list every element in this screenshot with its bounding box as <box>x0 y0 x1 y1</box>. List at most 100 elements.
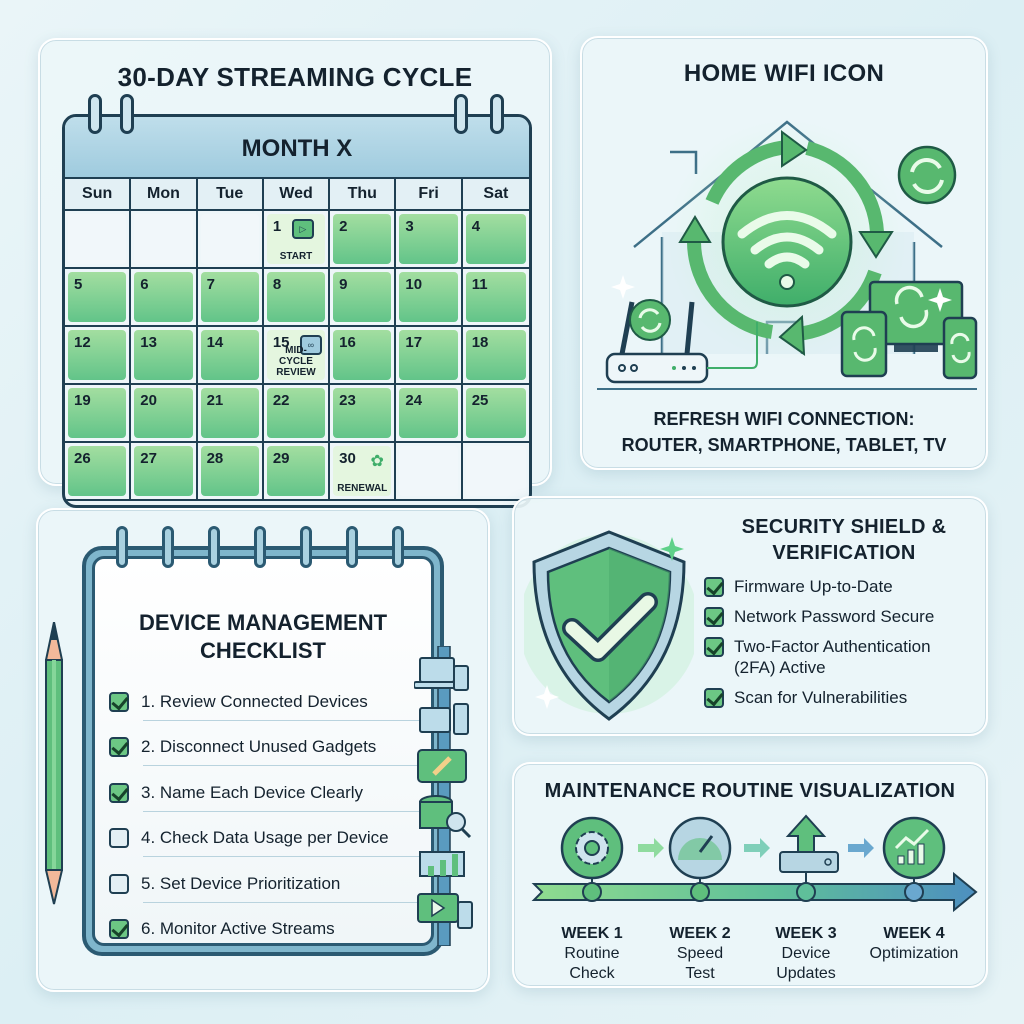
day-number: 16 <box>339 334 356 351</box>
calendar-day-4[interactable]: 4 <box>462 211 529 269</box>
timeline-step-week-3: WEEK 3 Device Updates <box>751 924 861 984</box>
bar-chart-icon <box>419 851 465 877</box>
security-check-item[interactable]: Network Password Secure <box>704 606 974 627</box>
calendar-day-18[interactable]: 18 <box>462 327 529 385</box>
calendar-day-20[interactable]: 20 <box>131 385 198 443</box>
calendar-day-23[interactable]: 23 <box>330 385 397 443</box>
calendar-day-17[interactable]: 17 <box>396 327 463 385</box>
calendar-day-9[interactable]: 9 <box>330 269 397 327</box>
calendar-day-30[interactable]: 30✿RENEWAL <box>330 443 397 501</box>
home-wifi-illustration <box>597 120 978 390</box>
security-check-item[interactable]: Scan for Vulnerabilities <box>704 687 974 708</box>
checklist-item[interactable]: 6. Monitor Active Streams <box>109 907 409 953</box>
checkbox-checked[interactable] <box>704 577 724 597</box>
wifi-title: HOME WIFI ICON <box>683 60 885 87</box>
checklist-item[interactable]: 5. Set Device Prioritization <box>109 861 421 907</box>
calendar-day-empty <box>65 211 132 269</box>
checklist-item-label: 3. Name Each Device Clearly <box>141 782 364 802</box>
security-check-item[interactable]: Two-Factor Authentication (2FA) Active <box>704 636 974 678</box>
calendar-day-5[interactable]: 5 <box>65 269 132 327</box>
checkbox-unchecked[interactable] <box>109 873 129 894</box>
calendar-day-27[interactable]: 27 <box>131 443 198 501</box>
task-label: Routine <box>564 945 620 962</box>
calendar-day-11[interactable]: 11 <box>462 269 529 327</box>
binder-ring <box>346 526 358 568</box>
calendar-day-8[interactable]: 8 <box>263 269 331 327</box>
calendar-day-3[interactable]: 3 <box>396 211 463 269</box>
timeline-step-week-1: WEEK 1 Routine Check <box>537 924 647 984</box>
checklist-item[interactable]: 2. Disconnect Unused Gadgets <box>109 725 421 771</box>
task-label: Test <box>685 965 715 982</box>
checklist-item[interactable]: 4. Check Data Usage per Device <box>109 816 421 862</box>
data-usage-icon <box>419 795 472 839</box>
security-title: SECURITY SHIELD & VERIFICATION <box>714 514 974 566</box>
calendar-day-14[interactable]: 14 <box>197 327 264 385</box>
calendar-day-15[interactable]: 15∞MID-CYCLE REVIEW <box>263 327 331 385</box>
day-number: 25 <box>471 392 489 409</box>
day-number: 29 <box>272 450 290 467</box>
checkbox-checked[interactable] <box>109 782 129 803</box>
calendar-day-16[interactable]: 16 <box>330 327 397 385</box>
weekday: Wed <box>264 179 331 209</box>
calendar-play-icon: ▷ <box>291 219 314 239</box>
binder-ring <box>300 526 312 568</box>
calendar-day-empty <box>131 211 198 269</box>
maintenance-timeline <box>531 814 978 913</box>
day-number: 28 <box>206 450 224 467</box>
day-number: 19 <box>74 392 91 409</box>
checklist-item[interactable]: 1. Review Connected Devices <box>109 679 421 725</box>
checkbox-unchecked[interactable] <box>109 828 129 849</box>
day-number: 21 <box>206 392 224 409</box>
checkbox-checked[interactable] <box>704 637 724 657</box>
calendar-day-26[interactable]: 26 <box>65 443 132 501</box>
calendar-day-28[interactable]: 28 <box>197 443 264 501</box>
day-number: 24 <box>405 392 423 409</box>
calendar-day-24[interactable]: 24 <box>396 385 463 443</box>
title-line: DEVICE MANAGEMENT <box>138 610 388 635</box>
binder-ring <box>162 526 174 568</box>
calendar-day-empty <box>197 211 264 269</box>
title-line: VERIFICATION <box>772 542 916 564</box>
security-check-item[interactable]: Firmware Up-to-Date <box>704 576 974 597</box>
checklist-item-label: 6. Monitor Active Streams <box>141 919 335 939</box>
calendar-day-25[interactable]: 25 <box>462 385 529 443</box>
day-number: 23 <box>339 392 356 409</box>
checkbox-checked[interactable] <box>109 737 129 758</box>
task-label: Speed <box>676 945 724 962</box>
day-number: 15 <box>272 334 290 351</box>
checkbox-checked[interactable] <box>109 919 129 940</box>
calendar-day-22[interactable]: 22 <box>263 385 331 443</box>
day-number: 4 <box>471 218 481 235</box>
calendar-day-1[interactable]: 1▷START <box>263 211 331 269</box>
calendar-panel: 30-DAY STREAMING CYCLE MONTH X Sun Mon T… <box>38 38 552 508</box>
calendar-day-empty <box>462 443 529 501</box>
binder-ring <box>454 94 468 134</box>
wifi-caption: REFRESH WIFI CONNECTION: ROUTER, SMARTPH… <box>582 406 986 458</box>
calendar-day-2[interactable]: 2 <box>330 211 397 269</box>
checklist-item[interactable]: 3. Name Each Device Clearly <box>109 770 421 816</box>
day-number: 26 <box>74 450 91 467</box>
task-label: Device <box>781 945 831 962</box>
checkbox-checked[interactable] <box>704 688 724 708</box>
calendar-day-6[interactable]: 6 <box>131 269 198 327</box>
checklist-panel: DEVICE MANAGEMENT CHECKLIST 1. Review Co… <box>36 508 490 992</box>
calendar-day-19[interactable]: 19 <box>65 385 132 443</box>
checkbox-checked[interactable] <box>704 607 724 627</box>
title-line: SECURITY SHIELD & <box>741 516 947 538</box>
day-number: 8 <box>272 276 282 293</box>
calendar-day-12[interactable]: 12 <box>65 327 132 385</box>
checklist-item-label: 4. Check Data Usage per Device <box>141 828 389 848</box>
calendar-day-29[interactable]: 29 <box>263 443 331 501</box>
renewal-hand-icon: ✿ <box>370 453 384 470</box>
calendar-day-21[interactable]: 21 <box>197 385 264 443</box>
calendar-day-10[interactable]: 10 <box>396 269 463 327</box>
task-label: Check <box>569 965 615 982</box>
security-item-label: Network Password Secure <box>734 607 935 626</box>
binder-ring <box>254 526 266 568</box>
calendar-day-7[interactable]: 7 <box>197 269 264 327</box>
checkbox-checked[interactable] <box>109 691 129 712</box>
weekday: Thu <box>330 179 397 209</box>
calendar-day-13[interactable]: 13 <box>131 327 198 385</box>
speedometer-icon <box>668 816 732 902</box>
